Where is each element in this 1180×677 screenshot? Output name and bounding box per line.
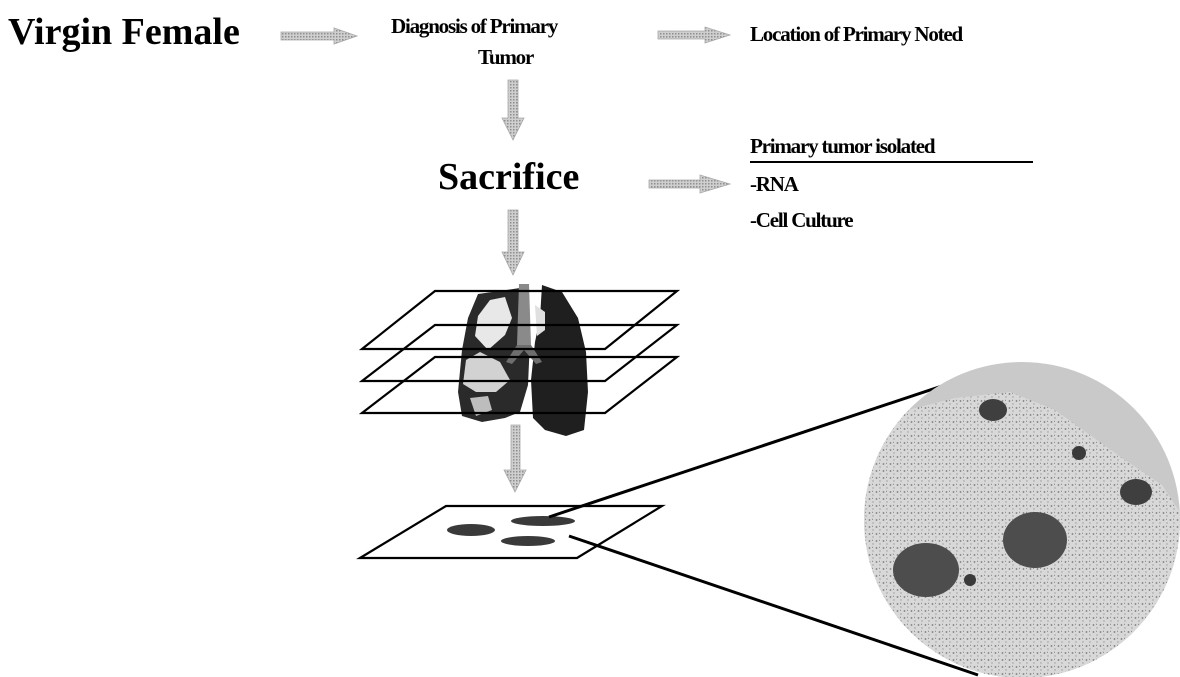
section-plane-3 bbox=[358, 355, 681, 415]
nodule-3 bbox=[1120, 479, 1152, 505]
zoom-line-bottom bbox=[568, 534, 979, 677]
isolation-heading: Primary tumor isolated bbox=[750, 134, 936, 158]
arrow-to-sacrifice bbox=[501, 79, 525, 141]
lungs-right-lobe bbox=[531, 285, 588, 436]
arrow-to-isolation bbox=[648, 174, 732, 194]
nodule-2 bbox=[1072, 446, 1086, 460]
lungs-icon bbox=[458, 284, 588, 436]
nodule-4 bbox=[1003, 512, 1067, 568]
nodule-1 bbox=[979, 399, 1007, 421]
isolation-item-rna: -RNA bbox=[750, 172, 799, 196]
arrow-to-section bbox=[503, 424, 527, 493]
tissue-slice bbox=[356, 504, 666, 560]
nodule-5 bbox=[893, 543, 959, 597]
slice-lesion-3 bbox=[501, 536, 555, 546]
step-diagnosis-line1: Diagnosis of Primary bbox=[391, 14, 558, 38]
step-diagnosis-line2: Tumor bbox=[478, 45, 534, 69]
nodule-6 bbox=[964, 574, 976, 586]
section-plane-1 bbox=[358, 289, 681, 351]
histology-micrograph-icon bbox=[864, 362, 1180, 677]
step-virgin-female: Virgin Female bbox=[8, 11, 240, 53]
zoom-line-top bbox=[548, 369, 988, 519]
slice-lesion-1 bbox=[447, 524, 495, 536]
arrow-to-lungs bbox=[501, 209, 525, 276]
section-plane-2 bbox=[358, 323, 681, 383]
arrow-to-diagnosis bbox=[280, 27, 359, 45]
arrow-to-location bbox=[657, 26, 732, 44]
step-sacrifice: Sacrifice bbox=[438, 156, 580, 198]
section-planes bbox=[358, 289, 681, 415]
isolation-item-cell-culture: -Cell Culture bbox=[750, 208, 854, 232]
step-location-noted: Location of Primary Noted bbox=[750, 22, 963, 46]
slice-plane bbox=[356, 504, 666, 560]
slice-lesion-2 bbox=[511, 516, 575, 526]
